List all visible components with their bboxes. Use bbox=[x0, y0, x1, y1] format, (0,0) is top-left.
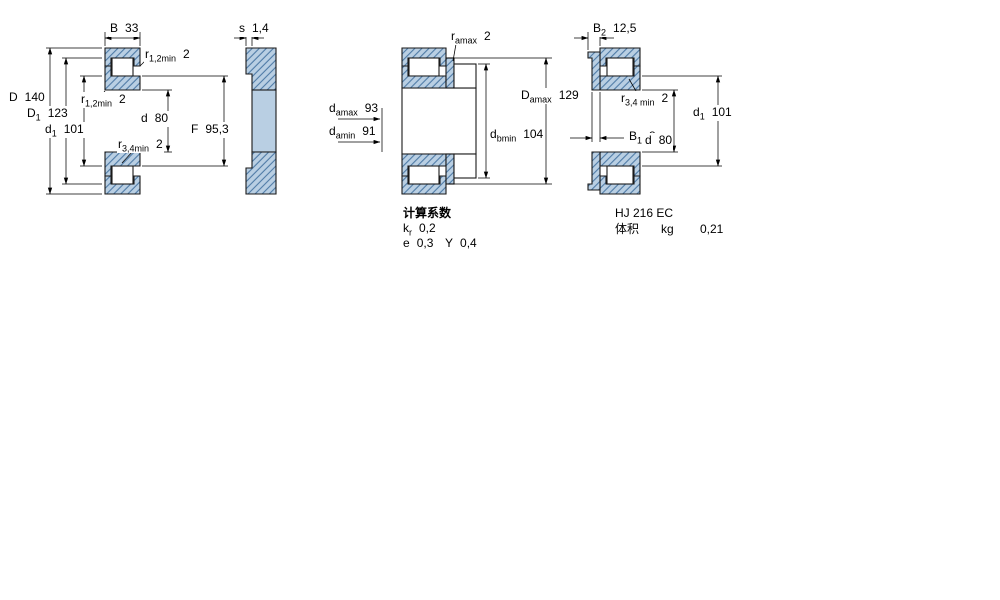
mass-value: 0,21 bbox=[699, 222, 725, 236]
view3-dimension-lines bbox=[338, 43, 552, 185]
view1-bearing-cross-section bbox=[104, 47, 141, 195]
view3-mounting-section bbox=[401, 47, 477, 195]
view2-ring-section bbox=[245, 47, 277, 195]
mass-unit: kg bbox=[660, 222, 675, 236]
calculation-factors-title: 计算系数 bbox=[402, 206, 453, 220]
view4-dimension-lines bbox=[570, 32, 722, 167]
view4-bearing-with-angle-ring bbox=[587, 47, 641, 195]
product-designation: HJ 216 EC bbox=[614, 206, 675, 220]
mass-label: 体积 bbox=[614, 222, 641, 236]
